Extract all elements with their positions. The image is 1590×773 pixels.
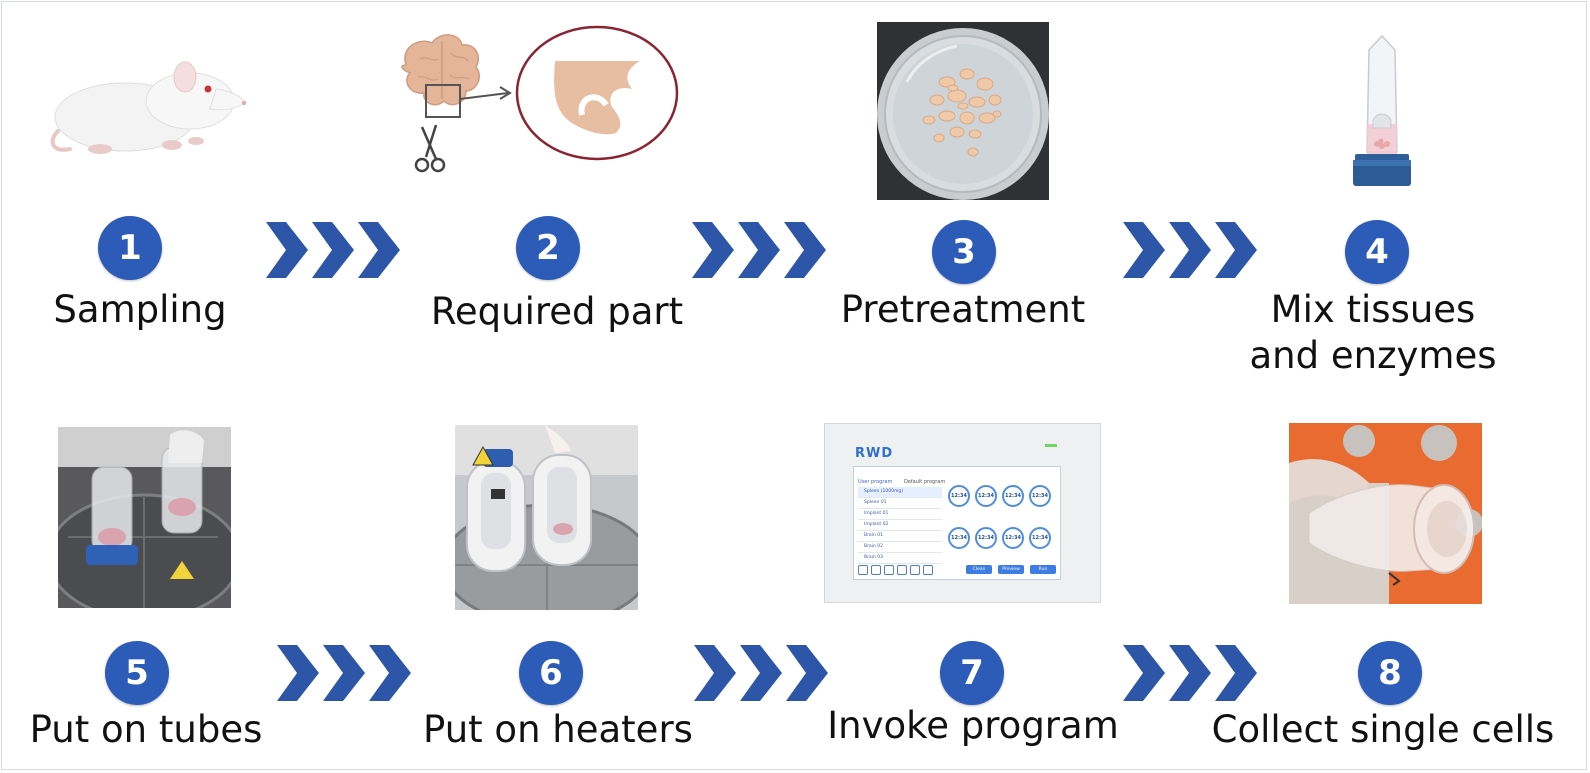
step-6-badge: 6 <box>519 641 583 705</box>
rat-image <box>40 45 250 165</box>
program-list-item[interactable]: Implant 02 <box>858 520 942 531</box>
tissue-tube-image <box>1345 32 1420 192</box>
chevron-icon <box>358 222 400 278</box>
step-8-badge: 8 <box>1358 641 1422 705</box>
step-5-label: Put on tubes <box>29 708 263 751</box>
program-list-item[interactable]: Implant 01 <box>858 509 942 520</box>
chevron-icon <box>738 222 780 278</box>
chevron-icon <box>1123 222 1165 278</box>
step-5-badge: 5 <box>105 641 169 705</box>
screen-button-preview[interactable]: Preview <box>998 565 1024 574</box>
screen-brand: RWD <box>855 446 894 461</box>
timer-dial[interactable]: 12:34 <box>1029 527 1051 549</box>
step-6-label: Put on heaters <box>423 708 693 751</box>
flow-arrows-1 <box>266 222 402 282</box>
screen-panel: User program Default program Spleen (100… <box>853 466 1061 580</box>
step-3-label: Pretreatment <box>840 288 1086 331</box>
heater-tubes-image <box>455 425 638 610</box>
screen-button-run[interactable]: Run <box>1030 565 1056 574</box>
timer-dial[interactable]: 12:34 <box>948 527 970 549</box>
pipetting-cells-image <box>1289 423 1482 604</box>
chevron-icon <box>277 645 319 701</box>
step-4-badge: 4 <box>1345 220 1409 284</box>
screen-tab-user[interactable]: User program <box>858 479 893 485</box>
screen-buttons: Clean Preview Run <box>966 565 1060 574</box>
chevron-icon <box>323 645 365 701</box>
flow-arrows-6 <box>1123 645 1259 705</box>
minced-tissue-dish-image <box>877 22 1049 200</box>
status-led <box>1045 444 1057 447</box>
timer-dial[interactable]: 12:34 <box>1002 485 1024 507</box>
step-1-label: Sampling <box>53 288 227 331</box>
program-list-item[interactable]: Brain 02 <box>858 542 942 553</box>
program-list-item[interactable]: Brain 03 <box>858 553 942 564</box>
step-7-badge: 7 <box>940 641 1004 705</box>
chevron-icon <box>1169 645 1211 701</box>
chevron-icon <box>1169 222 1211 278</box>
timer-dial[interactable]: 12:34 <box>975 527 997 549</box>
flow-arrows-2 <box>692 222 828 282</box>
chevron-icon <box>740 645 782 701</box>
chevron-icon <box>1215 645 1257 701</box>
step-2-badge: 2 <box>516 216 580 280</box>
chevron-icon <box>784 222 826 278</box>
timer-dial[interactable]: 12:34 <box>948 485 970 507</box>
chevron-icon <box>692 222 734 278</box>
program-list-item[interactable]: Spleen (1000mg) <box>858 487 942 498</box>
step-7-label: Invoke program <box>827 704 1119 747</box>
tool-icons <box>858 565 944 575</box>
flow-arrows-5 <box>694 645 830 705</box>
chevron-icon <box>786 645 828 701</box>
step-3-badge: 3 <box>932 220 996 284</box>
flow-arrows-4 <box>277 645 413 705</box>
chevron-icon <box>694 645 736 701</box>
step-2-label: Required part <box>430 290 684 333</box>
chevron-icon <box>312 222 354 278</box>
screen-tab-default[interactable]: Default program <box>904 479 946 485</box>
timer-dial[interactable]: 12:34 <box>975 485 997 507</box>
screen-button-clean[interactable]: Clean <box>966 565 992 574</box>
program-list-item[interactable]: Spleen 01 <box>858 498 942 509</box>
timer-dial[interactable]: 12:34 <box>1029 485 1051 507</box>
timer-dial[interactable]: 12:34 <box>1002 527 1024 549</box>
chevron-icon <box>266 222 308 278</box>
chevron-icon <box>1215 222 1257 278</box>
program-list-item[interactable]: Brain 01 <box>858 531 942 542</box>
step-8-label: Collect single cells <box>1211 708 1555 751</box>
chevron-icon <box>1123 645 1165 701</box>
tubes-in-rack-image <box>58 427 231 608</box>
step-1-badge: 1 <box>98 216 162 280</box>
brain-dissection-image <box>392 25 692 185</box>
instrument-touchscreen-image: RWD User program Default program Spleen … <box>824 423 1101 603</box>
flow-arrows-3 <box>1123 222 1259 282</box>
chevron-icon <box>369 645 411 701</box>
